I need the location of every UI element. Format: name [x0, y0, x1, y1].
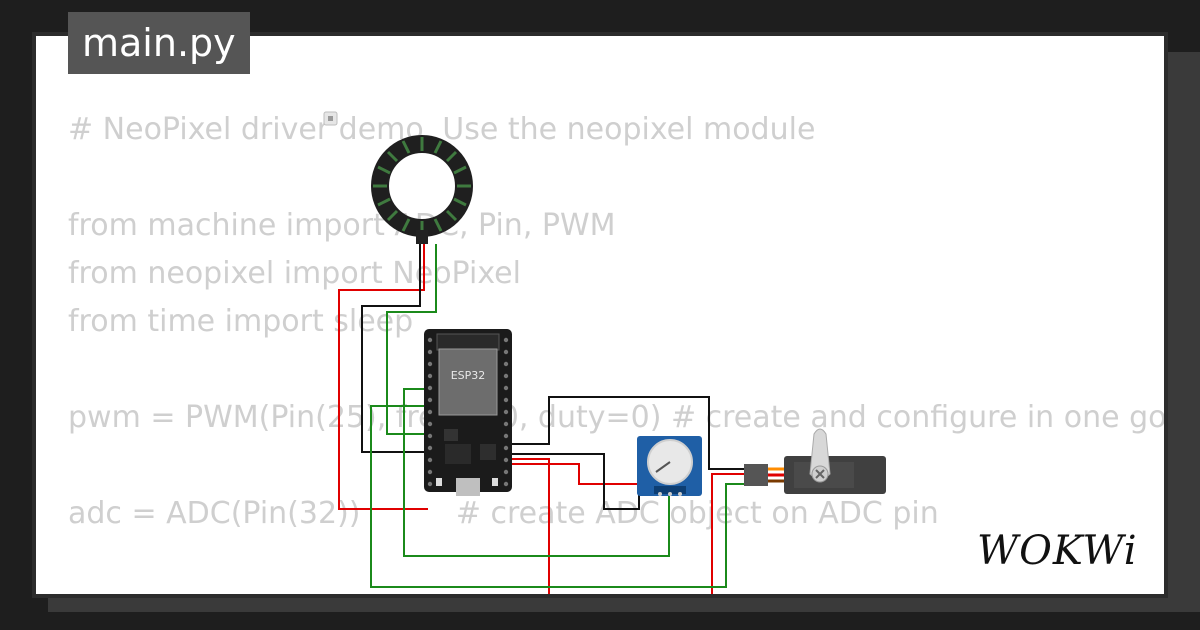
wokwi-logo-text: WOKWi	[977, 528, 1138, 574]
code-line: from time import sleep	[68, 304, 414, 339]
wire-red-servo	[711, 473, 744, 594]
wokwi-logo: WOKWi	[977, 528, 1138, 574]
wire-black-pot-gnd	[509, 453, 640, 510]
wires	[338, 244, 744, 594]
code-editor[interactable]: # NeoPixel driver demo. Use the neopixel…	[68, 106, 1167, 594]
code-line: from neopixel import NeoPixel	[68, 256, 521, 291]
wire-red-down	[509, 458, 550, 594]
wire-green-servo-signal	[370, 405, 744, 588]
neopixel-ring-icon[interactable]	[371, 135, 473, 244]
file-tab-label: main.py	[82, 21, 236, 65]
circuit-diagram: ESP32	[323, 111, 886, 594]
file-tab[interactable]: main.py	[68, 12, 250, 74]
code-line: adc.atten(ADC.ATTN_11DB) # set 11dB inpu…	[68, 586, 1164, 594]
code-line: adc = ADC(Pin(32)) # create ADC object o…	[68, 496, 939, 531]
wire-red-pot-vcc	[509, 463, 660, 494]
esp32-board-icon[interactable]: ESP32	[424, 329, 512, 496]
code-line: pwm = PWM(Pin(25), freq=50, duty=0) # cr…	[68, 400, 1167, 435]
potentiometer-icon[interactable]	[637, 436, 702, 496]
code-line: from machine import ADC, Pin, PWM	[68, 208, 616, 243]
wire-black-servo-gnd	[509, 396, 744, 470]
wire-green-ring-data	[386, 244, 437, 435]
wire-red-ring-vcc	[338, 244, 428, 510]
wire-green-pot-signal	[403, 388, 670, 557]
code-line: # NeoPixel driver demo. Use the neopixel…	[68, 112, 816, 147]
small-led-icon[interactable]	[323, 111, 338, 126]
wire-black-ring-gnd	[361, 244, 428, 453]
servo-motor-icon[interactable]	[744, 428, 886, 494]
preview-card: # NeoPixel driver demo. Use the neopixel…	[32, 32, 1168, 598]
chip-label: ESP32	[451, 369, 486, 382]
